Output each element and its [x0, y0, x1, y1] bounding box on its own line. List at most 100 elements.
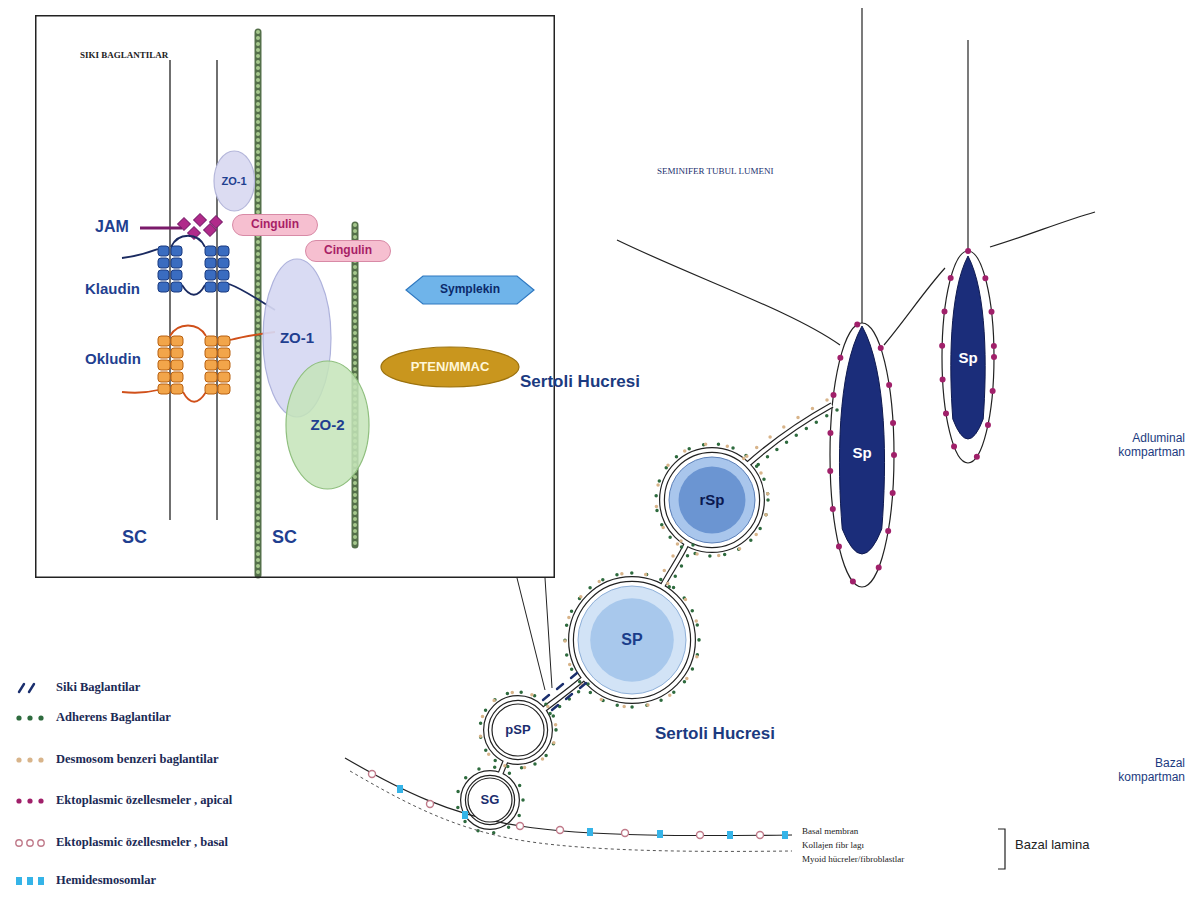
sertoli-membrane [463, 773, 517, 827]
legend-symbol [16, 715, 21, 720]
protein-name: JAM [95, 218, 129, 236]
desmosome-junctions [742, 400, 827, 460]
occludin-molecule [122, 326, 275, 402]
spermatid-envelope [830, 323, 894, 587]
legend-symbol [16, 798, 21, 803]
ectoplasmic-basal [622, 830, 629, 837]
legend-label: Siki Baglantilar [56, 680, 140, 695]
protein-arrow: Symplekin [405, 275, 535, 305]
sertoli-membrane [662, 543, 687, 587]
node-label: Sp [852, 444, 871, 461]
legend-entry: Ektoplasmic özellesmeler , apical [12, 793, 232, 808]
ectoplasmic-basal [757, 832, 764, 839]
adherens-junctions [565, 573, 699, 707]
legend-swatch [12, 711, 48, 725]
sertoli-membrane [662, 543, 687, 587]
basal-lamina [345, 758, 792, 851]
legend-symbol [16, 877, 22, 885]
sertoli-membrane [463, 405, 832, 827]
cell-membrane [170, 60, 217, 520]
hemidesmosome [587, 828, 593, 836]
adherens-junctions [752, 410, 837, 470]
legend-label: Ektoplasmic özellesmeler , apical [56, 793, 232, 808]
actin-filament [256, 32, 260, 575]
claudin-molecule [122, 249, 158, 258]
sertoli-membrane [747, 405, 832, 465]
desmosome-junctions [565, 573, 699, 707]
claudin-molecule [205, 246, 216, 292]
jam-molecule [140, 227, 182, 230]
spermatid-envelope [830, 323, 894, 587]
legend-symbol [27, 798, 32, 803]
cell-name: Sertoli Hucresi [655, 724, 775, 744]
protein-ellipse: PTEN/MMAC [380, 346, 520, 388]
node-label: Cingulin [251, 218, 299, 232]
protein-capsule: Cingulin [232, 214, 318, 236]
sperm-tail [861, 8, 862, 323]
legend-symbol [27, 877, 33, 885]
node-label: SP [621, 631, 642, 649]
protein-name: Okludin [85, 350, 141, 367]
claudin-molecule [158, 246, 169, 292]
hemidesmosome [397, 785, 788, 839]
occludin-molecule [171, 336, 183, 394]
legend-symbol [16, 757, 21, 762]
legend-swatch [12, 794, 48, 808]
occludin-molecule [205, 336, 217, 394]
spermatid-cell: Sp [836, 325, 888, 580]
compartment-name: Bazal kompartman [1095, 757, 1185, 785]
adherens-junctions [547, 684, 588, 716]
node-label: pSP [505, 723, 530, 738]
occludin-molecule [183, 392, 206, 402]
adherens-junctions [457, 410, 837, 833]
sertoli-membrane [747, 405, 832, 465]
legend-symbol [38, 839, 44, 845]
lumen-surface [617, 240, 840, 345]
claudin-molecule [182, 285, 205, 295]
callout-line [517, 578, 552, 690]
germ-cell: SP [577, 585, 687, 695]
legend-label: Ektoplasmic özellesmeler , basal [56, 835, 228, 850]
spermatid-cell: Sp [948, 255, 988, 460]
compartment-name: Adluminal kompartman [1095, 432, 1185, 460]
adherens-junctions [457, 767, 523, 833]
sertoli-membrane [500, 760, 506, 775]
actin-filament [255, 32, 262, 575]
basal-lamina [350, 771, 792, 851]
spermatid-envelope [830, 251, 994, 587]
node-label: ZO-1 [280, 329, 314, 346]
sertoli-membrane [571, 579, 693, 701]
callout-line [517, 578, 545, 690]
layer-name: Basal membran [802, 826, 858, 836]
germ-cell: SG [467, 777, 513, 823]
region-name: SEMINIFER TUBUL LUMENI [657, 166, 774, 176]
jam-molecule [194, 214, 207, 227]
hemidesmosome [397, 785, 403, 793]
legend-symbol [38, 877, 44, 885]
hemidesmosome [462, 811, 468, 819]
occludin-molecule [218, 336, 230, 394]
sertoli-membrane [486, 698, 550, 762]
ectoplasmic-basal [369, 771, 376, 778]
layer-name: Myoid hücreler/fibroblastlar [802, 854, 904, 864]
legend-symbol [27, 757, 32, 762]
germ-cell: rSp [668, 456, 756, 544]
tight-junctions [543, 673, 586, 710]
legend-entry: Siki Baglantilar [12, 680, 140, 695]
lamina-bracket [998, 829, 1005, 869]
sertoli-membrane [500, 760, 506, 775]
protein-capsule: Cingulin [305, 240, 391, 262]
actin-filament [258, 32, 355, 575]
callout-line [545, 578, 552, 688]
node-label: Sp [958, 349, 977, 366]
ectoplasmic-basal [369, 771, 764, 839]
legend-label: Adherens Baglantilar [56, 710, 171, 725]
node-label: ZO-1 [221, 175, 246, 188]
node-label: PTEN/MMAC [411, 360, 490, 375]
hemidesmosome [657, 830, 663, 838]
sertoli-membrane [662, 450, 762, 550]
legend-swatch [12, 681, 48, 695]
claudin-molecule [171, 236, 205, 247]
cell-name: SC [122, 527, 147, 548]
occludin-molecule [122, 390, 158, 393]
